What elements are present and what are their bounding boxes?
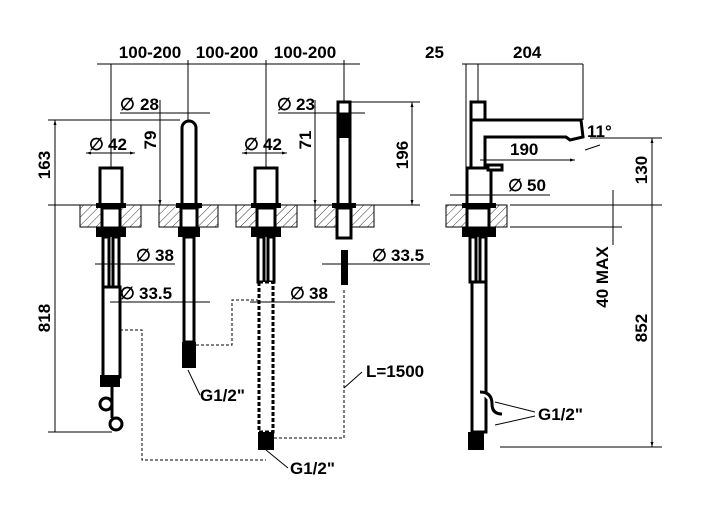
hose-length: L=1500 xyxy=(366,362,424,381)
handle-height-left: 79 xyxy=(141,131,160,150)
dia-symbol: ∅ xyxy=(290,284,305,303)
base-dia: 50 xyxy=(527,176,546,195)
height-130: 130 xyxy=(632,156,651,184)
offset-25: 25 xyxy=(425,43,444,62)
dia-symbol: ∅ xyxy=(508,176,523,195)
dia-symbol: ∅ xyxy=(120,95,135,114)
handle-dia-right: 42 xyxy=(263,135,282,154)
spacing-3: 100-200 xyxy=(274,43,336,62)
right-handle-valve xyxy=(251,166,281,450)
spacing-2: 100-200 xyxy=(196,43,258,62)
hand-shower xyxy=(332,100,356,285)
height-163: 163 xyxy=(35,151,54,179)
dia-symbol: ∅ xyxy=(136,246,151,265)
shank-dia-spout: 33.5 xyxy=(139,284,172,303)
reach-204: 204 xyxy=(513,43,542,62)
conn-side: G1/2" xyxy=(538,405,583,424)
dia-symbol: ∅ xyxy=(244,135,259,154)
reach-190: 190 xyxy=(510,140,538,159)
conn-spout: G1/2" xyxy=(200,386,245,405)
dimension-labels: 100-200 100-200 100-200 163 818 ∅ 28 ∅ 4… xyxy=(35,43,651,478)
angle-11: 11° xyxy=(587,122,612,141)
shower-height: 196 xyxy=(393,141,412,169)
spout xyxy=(176,119,202,368)
deck-max: 40 MAX xyxy=(593,246,612,308)
dia-symbol: ∅ xyxy=(372,246,387,265)
spacing-1: 100-200 xyxy=(119,43,181,62)
dia-symbol: ∅ xyxy=(120,284,135,303)
dia-symbol: ∅ xyxy=(89,135,104,154)
left-handle-valve xyxy=(96,166,126,432)
side-view-mixer xyxy=(462,100,585,450)
dia-symbol: ∅ xyxy=(277,95,292,114)
counter-sections xyxy=(48,204,662,228)
spout-dia: 28 xyxy=(140,95,159,114)
shank-dia-handle2: 38 xyxy=(309,284,328,303)
leader-lines xyxy=(187,369,536,469)
depth-818: 818 xyxy=(35,304,54,332)
shower-dia: 23 xyxy=(296,95,315,114)
hose-lines xyxy=(120,290,345,461)
shank-dia-left: 38 xyxy=(155,246,174,265)
depth-852: 852 xyxy=(632,314,651,342)
shank-dia-shower: 33.5 xyxy=(391,246,424,265)
dimension-lines xyxy=(48,60,662,448)
conn-hose: G1/2" xyxy=(290,459,335,478)
handle-height-right: 71 xyxy=(296,131,315,150)
handle-dia-left: 42 xyxy=(108,135,127,154)
